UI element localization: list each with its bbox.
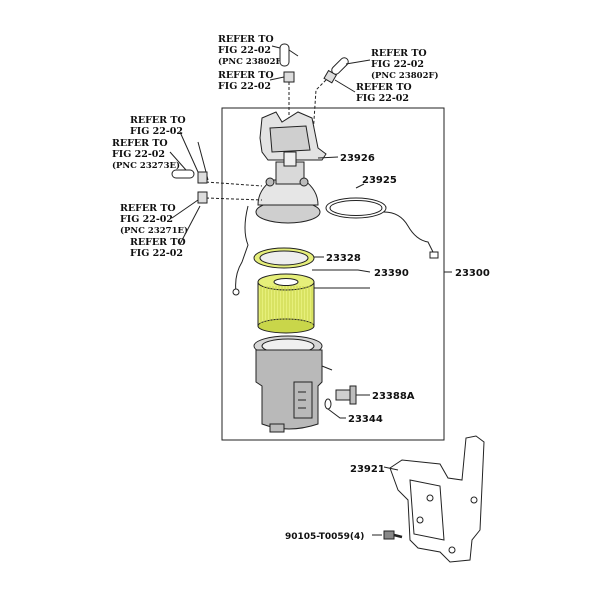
small-o-ring-23344 [324,398,346,419]
left-connector-lines [169,131,263,245]
gasket-23328 [253,247,324,269]
o-ring-23925 [325,183,439,259]
part-label-23926: 23926 [340,153,375,164]
part-label-23921: 23921 [350,464,385,475]
refer-line2: FIG 22-02 [218,45,271,56]
refer-line1: REFER TO [371,48,427,59]
refer-line2: FIG 22-02 [112,149,165,160]
top-hose-pipe [271,43,299,67]
refer-line3: (PNC 23802F) [371,70,439,81]
refer-label-left-4: REFER TO FIG 22-02 [130,237,186,259]
refer-line1: REFER TO [356,82,412,93]
refer-line2: FIG 22-02 [371,59,424,70]
refer-line2: FIG 22-02 [218,81,271,92]
mounting-bracket-23921 [383,435,485,563]
sensor-wire [232,205,249,296]
top-cover-bracket [259,111,327,161]
part-label-90105: 90105-T0059(4) [285,532,364,542]
part-label-23300: 23300 [455,268,490,279]
right-hose-pipe [331,57,371,75]
refer-line1: REFER TO [218,34,274,45]
refer-line2: FIG 22-02 [130,126,183,137]
assembly-frame [221,107,452,441]
top-clip-connector [269,71,295,118]
filter-head-23926 [255,151,339,224]
refer-line1: REFER TO [112,138,168,149]
refer-label-top-left: REFER TO FIG 22-02 (PNC 23802F) [218,34,286,67]
refer-label-left-2: REFER TO FIG 22-02 (PNC 23273E) [112,138,180,171]
part-label-23925: 23925 [362,175,397,186]
filter-pleats [260,286,313,326]
refer-line1: REFER TO [120,203,176,214]
refer-line1: REFER TO [130,115,186,126]
refer-line2: FIG 22-02 [120,214,173,225]
part-label-23344: 23344 [348,414,383,425]
bolt-90105 [372,530,403,540]
refer-label-left-3: REFER TO FIG 22-02 (PNC 23271E) [120,203,188,236]
refer-line3: (PNC 23271E) [120,225,188,236]
filter-housing-bowl [253,335,333,433]
part-label-23390: 23390 [374,268,409,279]
refer-line3: (PNC 23273E) [112,160,180,171]
drain-plug-23388a [335,385,370,405]
refer-line1: REFER TO [218,70,274,81]
refer-line2: FIG 22-02 [356,93,409,104]
part-label-23328: 23328 [326,253,361,264]
refer-line2: FIG 22-02 [130,248,183,259]
part-label-23388a: 23388A [372,391,415,402]
refer-label-left-1: REFER TO FIG 22-02 [130,115,186,137]
refer-label-upper-left: REFER TO FIG 22-02 [218,70,274,92]
right-clip-connector [311,69,356,151]
refer-line3: (PNC 23802F) [218,56,286,67]
filter-element-23390 [257,269,371,334]
refer-line1: REFER TO [130,237,186,248]
refer-label-upper-right: REFER TO FIG 22-02 [356,82,412,104]
refer-label-top-right: REFER TO FIG 22-02 (PNC 23802F) [371,48,439,81]
